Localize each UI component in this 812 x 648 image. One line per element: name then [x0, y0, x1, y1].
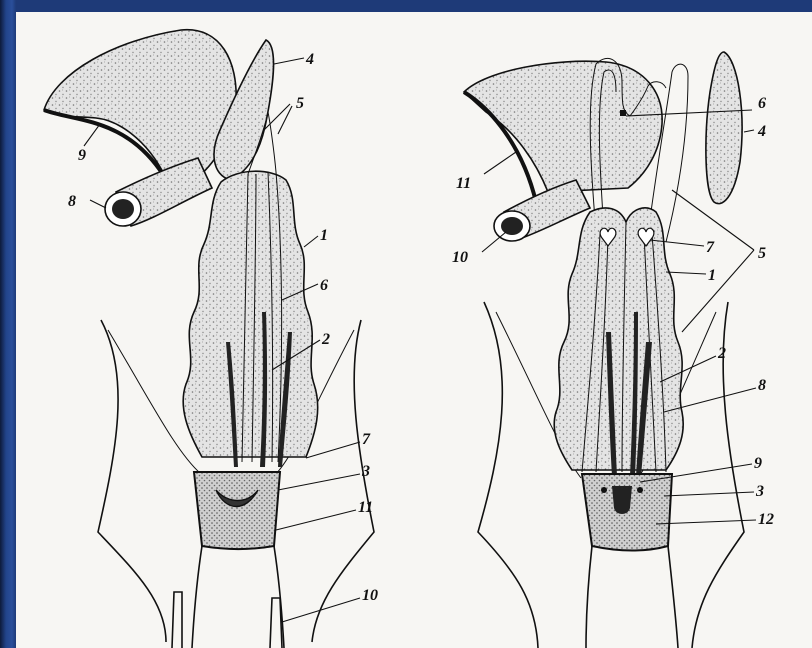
left-label-9: 9 — [78, 147, 86, 164]
right-organ-1 — [554, 208, 683, 470]
right-organ-6-dot — [620, 110, 626, 116]
right-label-5: 5 — [758, 245, 766, 262]
left-label-11: 11 — [358, 499, 373, 516]
left-gut — [44, 30, 236, 178]
figure-sheet: 4 5 1 6 2 7 3 11 10 9 8 — [16, 12, 812, 648]
right-gut — [464, 61, 662, 192]
left-organ-1 — [183, 171, 318, 457]
right-organ-4 — [706, 52, 742, 204]
left-panel: 4 5 1 6 2 7 3 11 10 9 8 — [44, 30, 378, 648]
left-label-4: 4 — [305, 51, 314, 68]
anatomy-figure: 4 5 1 6 2 7 3 11 10 9 8 — [16, 12, 812, 648]
right-tube-core — [501, 217, 523, 235]
left-label-6: 6 — [320, 277, 328, 294]
right-label-7: 7 — [706, 239, 715, 256]
right-label-4: 4 — [757, 123, 766, 140]
right-label-8: 8 — [758, 377, 766, 394]
right-label-9: 9 — [754, 455, 762, 472]
right-panel: 6 4 5 7 1 2 8 9 3 12 11 10 — [452, 52, 774, 648]
right-label-10: 10 — [452, 249, 468, 266]
left-label-10: 10 — [362, 587, 378, 604]
right-label-12: 12 — [758, 511, 774, 528]
left-tube-core — [112, 199, 134, 219]
right-label-11: 11 — [456, 175, 471, 192]
left-label-3: 3 — [361, 463, 370, 480]
right-label-1: 1 — [708, 267, 716, 284]
right-label-6: 6 — [758, 95, 766, 112]
left-pouch — [194, 472, 280, 549]
left-label-5: 5 — [296, 95, 304, 112]
left-label-2: 2 — [321, 331, 330, 348]
right-label-2: 2 — [717, 345, 726, 362]
left-label-7: 7 — [362, 431, 371, 448]
right-label-3: 3 — [755, 483, 764, 500]
left-label-1: 1 — [320, 227, 328, 244]
left-label-8: 8 — [68, 193, 76, 210]
